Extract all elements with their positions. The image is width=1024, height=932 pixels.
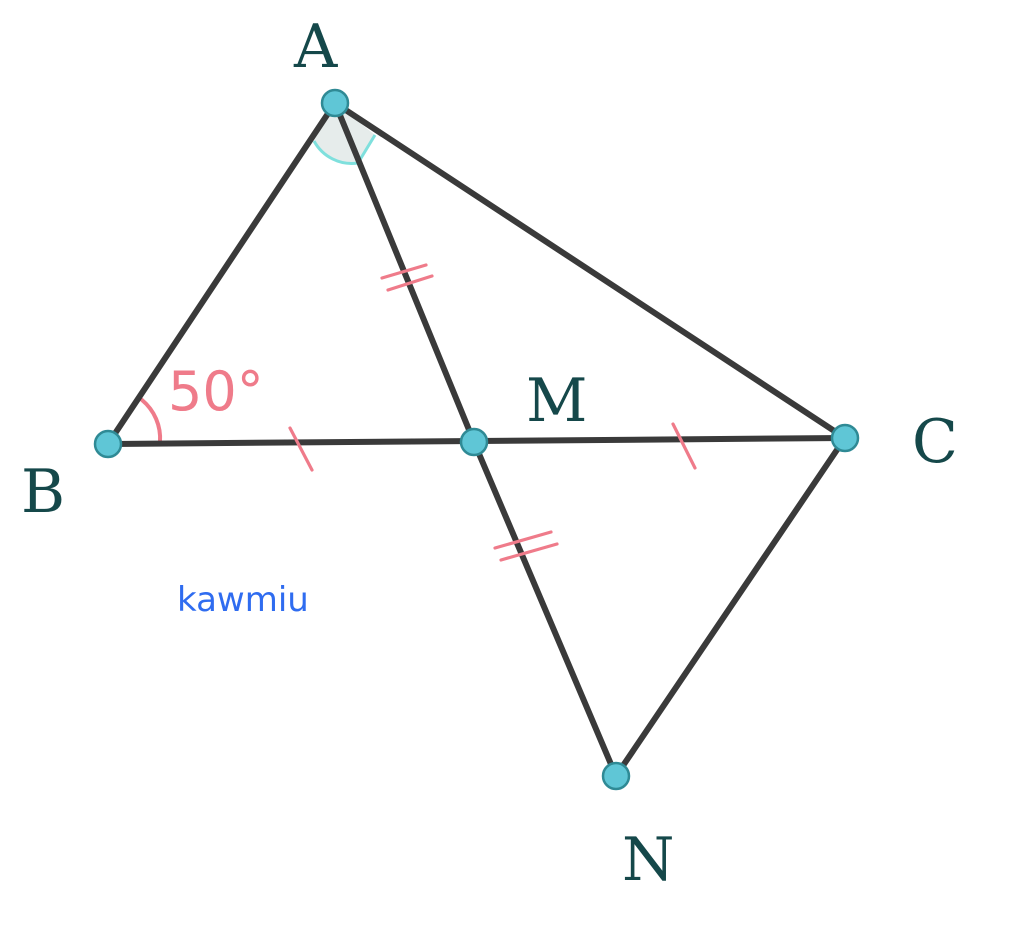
tick-am-2 — [386, 274, 434, 292]
point-b[interactable] — [93, 429, 123, 459]
point-n[interactable] — [601, 761, 631, 791]
tick-am-1 — [380, 263, 428, 280]
label-m: M — [526, 366, 587, 436]
tick-mn-2 — [499, 542, 559, 562]
angle-b-arc — [140, 398, 163, 444]
angle-b-value: 50° — [168, 360, 264, 423]
label-c: C — [912, 407, 958, 477]
label-a: A — [293, 12, 338, 82]
segment-ac — [332, 100, 848, 441]
point-c[interactable] — [830, 423, 860, 453]
watermark-text: kawmiu — [177, 580, 309, 620]
point-m[interactable] — [459, 427, 489, 457]
tick-bm — [288, 426, 314, 472]
segment-cn — [613, 435, 848, 779]
segment-ab — [105, 100, 338, 447]
label-b: B — [21, 457, 65, 527]
point-a[interactable] — [320, 88, 350, 118]
tick-mc — [671, 422, 697, 470]
tick-mn-1 — [493, 530, 553, 550]
segment-mn — [471, 439, 619, 779]
label-n: N — [622, 825, 675, 895]
